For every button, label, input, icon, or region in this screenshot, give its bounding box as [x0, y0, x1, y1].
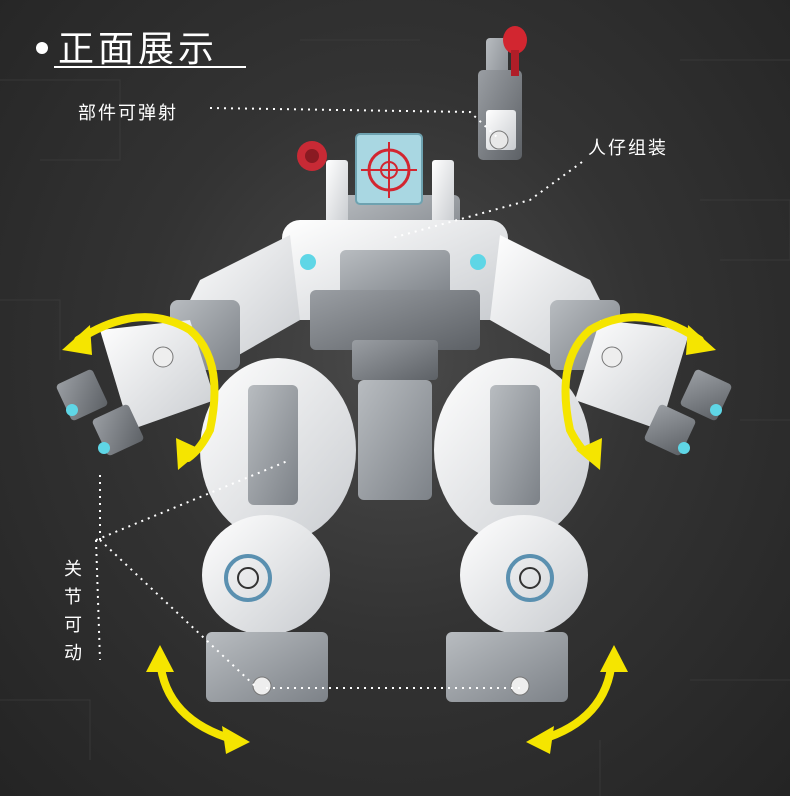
page-title: 正面展示: [58, 29, 219, 70]
callout-leaders: [95, 107, 583, 689]
callout-minifig-label: 人仔组装: [588, 138, 668, 159]
torso: [282, 220, 508, 380]
arrow-heads: [62, 325, 716, 754]
right-foot-rotate-arrow: [536, 656, 616, 744]
section-title: 正面展示: [28, 20, 248, 72]
right-leg: [434, 358, 590, 702]
title-bullet: [36, 42, 48, 54]
right-arm: [490, 235, 732, 456]
left-foot-rotate-arrow: [156, 656, 239, 744]
rotation-arrows: [74, 313, 704, 744]
crotch-plate: [358, 380, 432, 500]
left-arm-rotate-arrow: [74, 313, 219, 462]
red-missile-tip: [503, 26, 527, 76]
red-antenna-disc: [297, 141, 327, 171]
left-arm: [56, 235, 300, 456]
title-underline: [54, 66, 246, 68]
left-leg: [200, 358, 356, 702]
callout-joints-label: 关节可动: [64, 559, 84, 664]
callout-eject-label: 部件可弹射: [78, 103, 178, 124]
right-arm-rotate-arrow: [561, 313, 704, 462]
shoulder-cannon: [478, 26, 527, 160]
